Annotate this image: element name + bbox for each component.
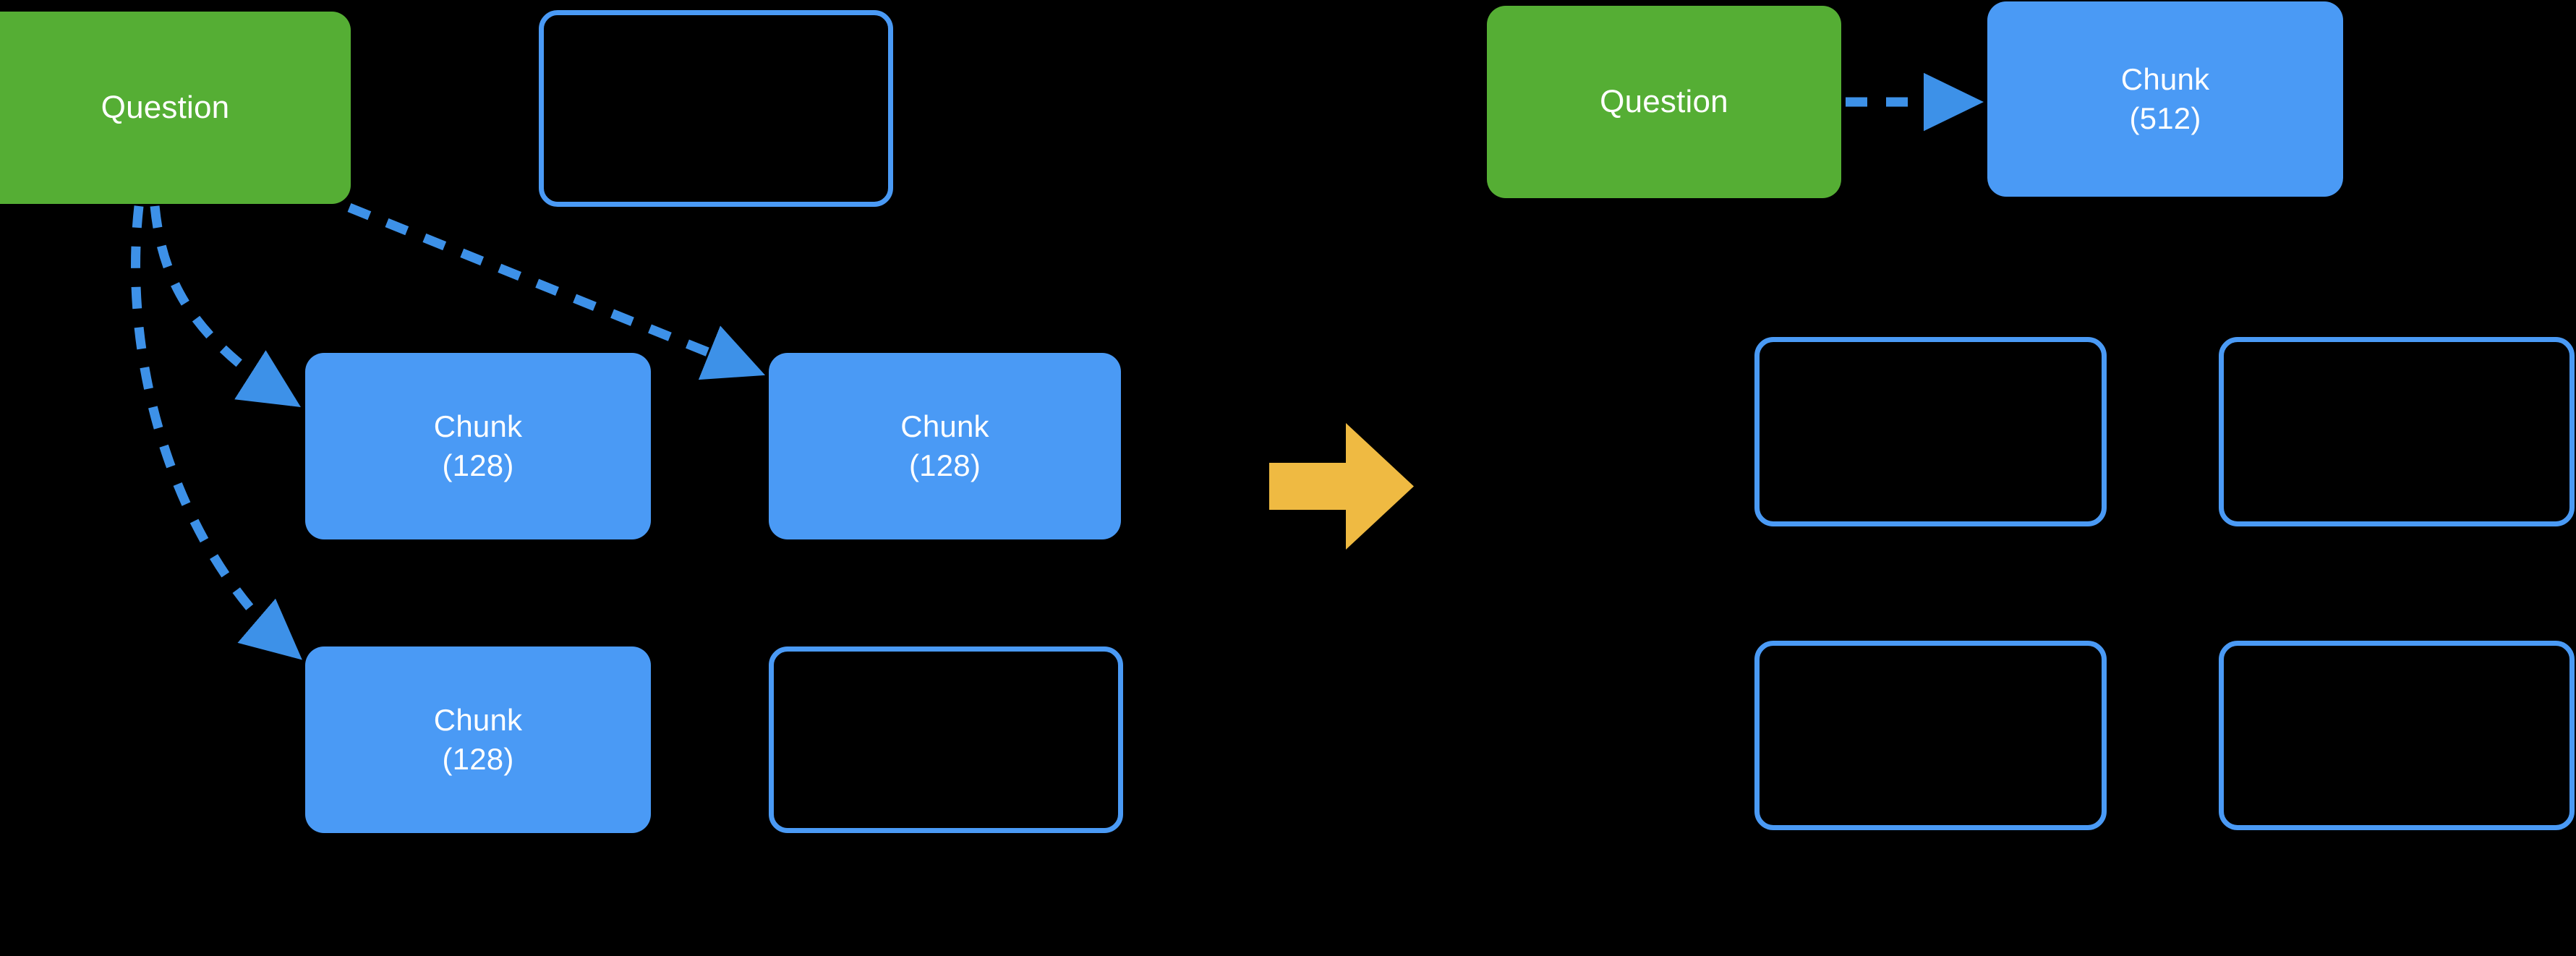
node-label-line2: (128): [442, 742, 514, 776]
node-label-line1: Chunk: [433, 409, 523, 444]
node-question-left[interactable]: Question: [0, 12, 351, 204]
node-question-right[interactable]: Question: [1487, 6, 1841, 198]
transition-arrow-icon: [1269, 423, 1414, 550]
node-label-line2: (512): [2129, 101, 2201, 135]
edge-question-to-chunk128-a: [150, 205, 301, 407]
node-empty-right-1[interactable]: [1754, 337, 2107, 526]
node-empty-right-2[interactable]: [2219, 337, 2575, 526]
node-label-line1: Chunk: [900, 409, 989, 444]
node-label-line2: (128): [908, 448, 981, 482]
node-chunk-128-c[interactable]: Chunk (128): [305, 646, 651, 833]
node-chunk-128-a[interactable]: Chunk (128): [305, 353, 651, 539]
node-label-line2: (128): [442, 448, 514, 482]
node-empty-top-left[interactable]: [539, 10, 893, 207]
node-empty-right-3[interactable]: [1754, 641, 2107, 830]
edge-question-to-chunk128-b: [347, 202, 766, 380]
node-label-line1: Chunk: [433, 703, 523, 738]
node-chunk-128-b[interactable]: Chunk (128): [769, 353, 1121, 539]
node-empty-right-4[interactable]: [2219, 641, 2575, 830]
node-label: Question: [101, 89, 230, 125]
node-chunk-512[interactable]: Chunk (512): [1987, 1, 2343, 197]
edge-question-to-chunk128-c: [131, 205, 302, 660]
node-empty-bottom-mid[interactable]: [769, 646, 1123, 833]
node-label: Question: [1600, 83, 1728, 119]
node-label-line1: Chunk: [2120, 62, 2210, 97]
